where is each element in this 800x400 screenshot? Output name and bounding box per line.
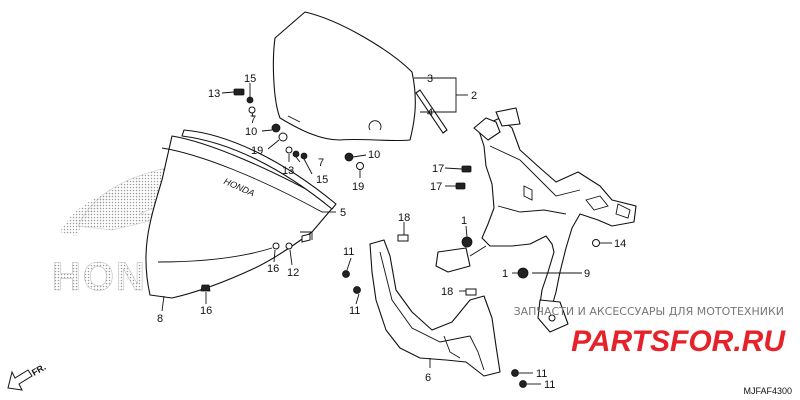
callout-18-lower: 18 [441,286,453,298]
leader-lines [161,77,612,385]
bolt-18-lower-icon [465,288,477,296]
callout-16-lower: 16 [200,305,212,317]
nut-7-upper-icon [248,106,256,114]
callout-17-upper: 17 [432,163,444,175]
washer-7-lower-icon [292,150,300,158]
callout-2-assembly: 2 [471,90,477,102]
callout-8-panel: 8 [157,313,163,325]
callout-14-nut: 14 [614,238,626,250]
rubber-1-upper-icon [461,236,473,248]
callout-17-lower: 17 [430,181,442,193]
bolt-17-lower-icon [455,182,466,190]
callout-10-upper: 10 [245,126,257,138]
watermark-logo: PARTSFOR.RU [571,325,786,358]
clip-12-icon [285,242,293,250]
screw-11-front-b-icon [519,380,527,388]
screw-11-front-a-icon [511,369,519,377]
clip-16-lower-icon [200,284,211,292]
callout-19-upper: 19 [251,145,263,157]
callout-7-upper: 7 [250,114,256,126]
well-nut-10-lower-icon [344,152,354,162]
bolt-13-upper-icon [233,88,245,96]
callout-13-lower: 13 [282,165,294,177]
callout-11-lower: 11 [349,305,360,317]
callout-1-lower: 1 [502,268,508,280]
grommet-19-lower-icon [356,162,364,170]
callout-11-front-b: 11 [544,379,555,391]
front-direction-label: FR. [30,362,48,378]
hardware [200,88,600,388]
callout-19-lower: 19 [352,181,364,193]
callout-labels: 15 13 7 10 19 13 7 15 10 19 3 2 4 17 17 … [157,73,626,391]
part-8-cowl-panel: HONDA [145,135,336,299]
washer-15-lower-icon [300,152,308,160]
diagram-code: MJFAF4300 [743,386,792,396]
part-3-windscreen [272,11,416,142]
callout-18-upper: 18 [398,212,410,224]
callout-15-lower: 15 [316,174,328,186]
front-arrow-icon [7,369,33,391]
washer-15-upper-icon [246,96,254,104]
nut-14-icon [592,239,600,247]
clip-16-upper-icon [272,242,280,250]
callout-7-lower: 7 [318,157,324,169]
screw-11-upper-icon [342,270,350,278]
callout-1-upper: 1 [461,215,467,227]
callout-11-front-a: 11 [536,368,547,380]
bolt-18-upper-icon [397,234,409,242]
bolt-17-upper-icon [461,165,472,173]
callout-4-strip: 4 [427,107,433,119]
nut-13-lower-icon [285,146,293,154]
callout-13-upper: 13 [208,88,220,100]
callout-11-upper: 11 [343,246,354,258]
callout-16-upper: 16 [267,263,279,275]
part-6-under-cover [369,239,501,377]
direction-marker: FR. [7,362,48,391]
callout-3-windscreen: 3 [427,73,433,85]
shop-watermark: ЗАПЧАСТИ И АКСЕССУАРЫ ДЛЯ МОТОТЕХНИКИ PA… [514,305,787,358]
watermark-caption: ЗАПЧАСТИ И АКСЕССУАРЫ ДЛЯ МОТОТЕХНИКИ [514,305,784,318]
part-5-trim-strip [181,129,337,210]
grommet-19-upper-icon [278,132,288,142]
callout-12-clip: 12 [287,267,299,279]
well-nut-10-upper-icon [271,123,281,133]
callout-6-under-cover: 6 [425,372,431,384]
part-9-frame-stay [435,107,637,333]
callout-9-stay: 9 [584,268,590,280]
rubber-1-lower-icon [517,267,529,279]
callout-15-upper: 15 [244,73,256,85]
screw-11-lower-icon [353,286,361,294]
part-4-strip [415,89,448,134]
callout-10-lower: 10 [368,149,380,161]
callout-5-trim: 5 [340,207,346,219]
